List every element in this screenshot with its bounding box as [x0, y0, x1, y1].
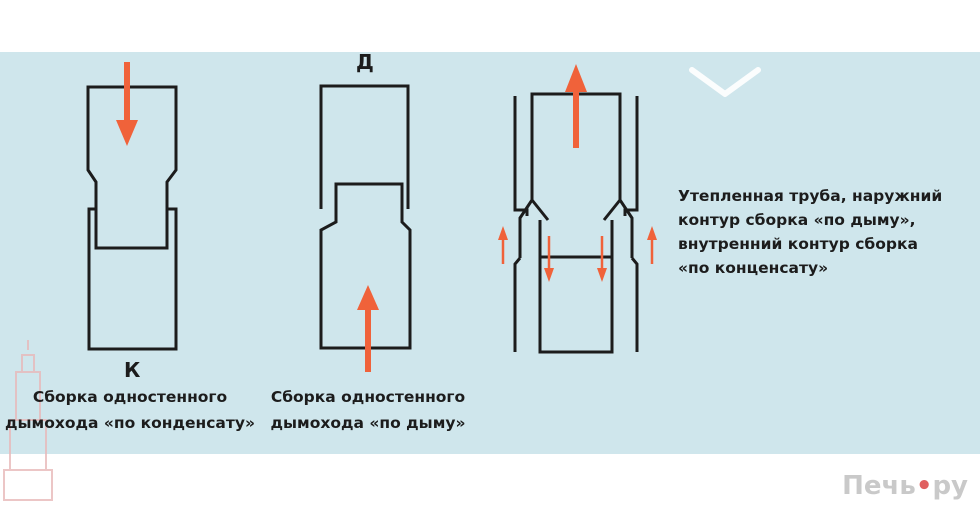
caption-line: «по конценсату» [678, 259, 829, 277]
outer-wall-right-lower [630, 257, 639, 352]
inner-lower-pipe [538, 220, 614, 354]
caption-condensate: Сборка одностенного дымохода «по конденс… [0, 384, 260, 436]
watermark-dot: • [915, 471, 933, 501]
smoke-flow-arrow [357, 285, 379, 372]
smoke-assembly [319, 84, 412, 350]
caption-line: Сборка одностенного [32, 388, 228, 406]
diagram-panel [0, 52, 980, 454]
inner-left-shoulder [518, 199, 550, 258]
caption-insulated: Утепленная труба, наружний контур сборка… [678, 184, 942, 280]
watermark-right: ру [932, 471, 968, 501]
lower-pipe [87, 207, 178, 351]
lower-pipe [319, 182, 412, 350]
caption-line: контур сборка «по дыму», [678, 211, 916, 229]
condensate-flow-arrow [116, 62, 138, 146]
upper-pipe [319, 84, 410, 209]
insulated-flow-arrows [498, 64, 657, 282]
upper-pipe [86, 85, 178, 250]
outer-wall-left-upper [513, 96, 529, 216]
outer-wall-left-lower [513, 257, 522, 352]
caption-smoke: Сборка одностенного дымохода «по дыму» [258, 384, 478, 436]
chevron-down-icon [689, 67, 761, 97]
label-d: Д [356, 50, 374, 74]
caption-line: дымохода «по конденсату» [4, 414, 255, 432]
caption-line: Утепленная труба, наружний [678, 187, 943, 205]
label-k: К [124, 358, 141, 382]
caption-line: дымохода «по дыму» [270, 414, 466, 432]
watermark: Печь•ру [842, 471, 968, 501]
caption-line: внутренний контур сборка [678, 235, 918, 253]
condensate-assembly [86, 85, 178, 351]
tower-logo [3, 340, 53, 501]
outer-wall-right-upper [623, 96, 639, 216]
inner-right-shoulder [602, 199, 634, 258]
caption-line: Сборка одностенного [270, 388, 466, 406]
watermark-left: Печь [842, 471, 916, 501]
